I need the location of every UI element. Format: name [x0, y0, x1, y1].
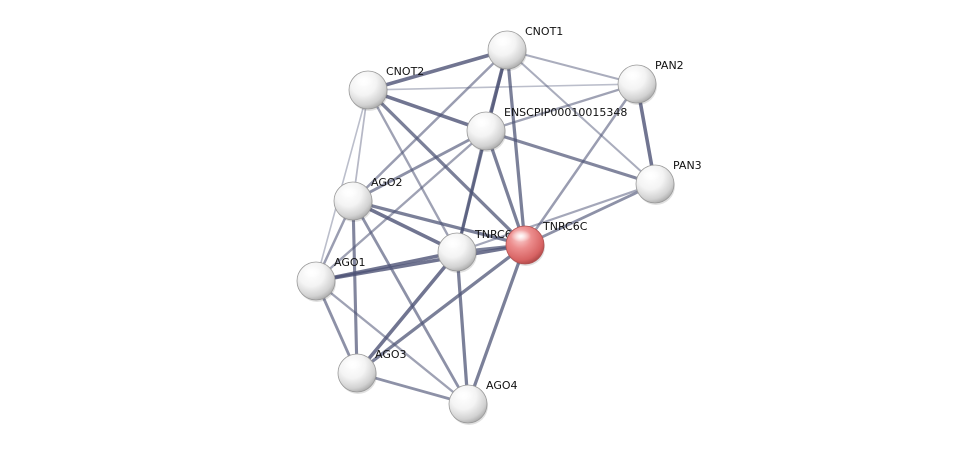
- edge-enscpip-ago2[interactable]: [351, 129, 488, 203]
- node-highlight: [343, 358, 363, 370]
- node-highlight: [339, 186, 359, 198]
- node-highlight: [511, 230, 531, 242]
- edge-ago2-tnrc6c[interactable]: [351, 199, 527, 247]
- edge-enscpip-pan3[interactable]: [484, 129, 657, 186]
- node-label: AGO1: [334, 256, 366, 269]
- edge-cnot2-tnrc6c[interactable]: [366, 88, 527, 247]
- node-ago4[interactable]: AGO4: [448, 379, 518, 425]
- edge-cnot1-tnrc6c[interactable]: [505, 48, 527, 247]
- edge-cnot1-pan3[interactable]: [505, 48, 657, 186]
- node-enscpip[interactable]: ENSCPIP00010015348: [466, 106, 627, 152]
- node-ago2[interactable]: AGO2: [333, 176, 403, 222]
- edge-cnot2-enscpip[interactable]: [366, 88, 488, 133]
- edge-tnrc6b-ago3[interactable]: [355, 250, 459, 375]
- edge-tnrc6c-ago3[interactable]: [355, 243, 527, 375]
- node-highlight: [641, 169, 661, 181]
- node-label: CNOT1: [525, 25, 563, 38]
- edge-tnrc6b-ago4[interactable]: [455, 250, 470, 406]
- edge-cnot1-cnot2[interactable]: [366, 48, 509, 92]
- node-cnot1[interactable]: CNOT1: [487, 25, 563, 71]
- edge-pan2-enscpip[interactable]: [484, 82, 639, 133]
- edge-enscpip-tnrc6c[interactable]: [484, 129, 527, 247]
- node-label: PAN3: [673, 159, 702, 172]
- edge-pan3-tnrc6b[interactable]: [455, 182, 657, 254]
- edge-tnrc6c-ago4[interactable]: [466, 243, 527, 406]
- edge-pan2-tnrc6c[interactable]: [523, 82, 639, 247]
- node-label: AGO4: [486, 379, 518, 392]
- edge-cnot1-pan2[interactable]: [505, 48, 639, 86]
- node-highlight: [302, 266, 322, 278]
- edge-enscpip-tnrc6b[interactable]: [455, 129, 488, 254]
- edge-enscpip-ago1[interactable]: [314, 129, 488, 283]
- node-label: TNRC6C: [542, 220, 588, 233]
- node-pan2[interactable]: PAN2: [617, 59, 684, 105]
- edge-ago2-ago4[interactable]: [351, 199, 470, 406]
- node-label: AGO2: [371, 176, 403, 189]
- node-highlight: [443, 237, 463, 249]
- node-label: CNOT2: [386, 65, 424, 78]
- edge-cnot2-pan2[interactable]: [367, 83, 638, 91]
- node-highlight: [623, 69, 643, 81]
- node-ago3[interactable]: AGO3: [337, 348, 407, 394]
- node-highlight: [454, 389, 474, 401]
- node-highlight: [354, 75, 374, 87]
- node-ago1[interactable]: AGO1: [296, 256, 366, 302]
- node-label: AGO3: [375, 348, 407, 361]
- node-highlight: [472, 116, 492, 128]
- node-highlight: [493, 35, 513, 47]
- edge-cnot1-ago2[interactable]: [351, 48, 509, 203]
- node-tnrc6c[interactable]: TNRC6C: [505, 220, 588, 266]
- node-pan3[interactable]: PAN3: [635, 159, 702, 205]
- node-cnot2[interactable]: CNOT2: [348, 65, 424, 111]
- edge-pan3-tnrc6c[interactable]: [523, 182, 657, 247]
- node-label: ENSCPIP00010015348: [504, 106, 627, 119]
- edge-tnrc6c-ago1[interactable]: [314, 243, 527, 283]
- node-label: PAN2: [655, 59, 684, 72]
- node-tnrc6b[interactable]: TNRC6B: [437, 228, 519, 273]
- edge-ago1-ago4[interactable]: [314, 279, 470, 406]
- edge-ago2-ago3[interactable]: [351, 199, 359, 375]
